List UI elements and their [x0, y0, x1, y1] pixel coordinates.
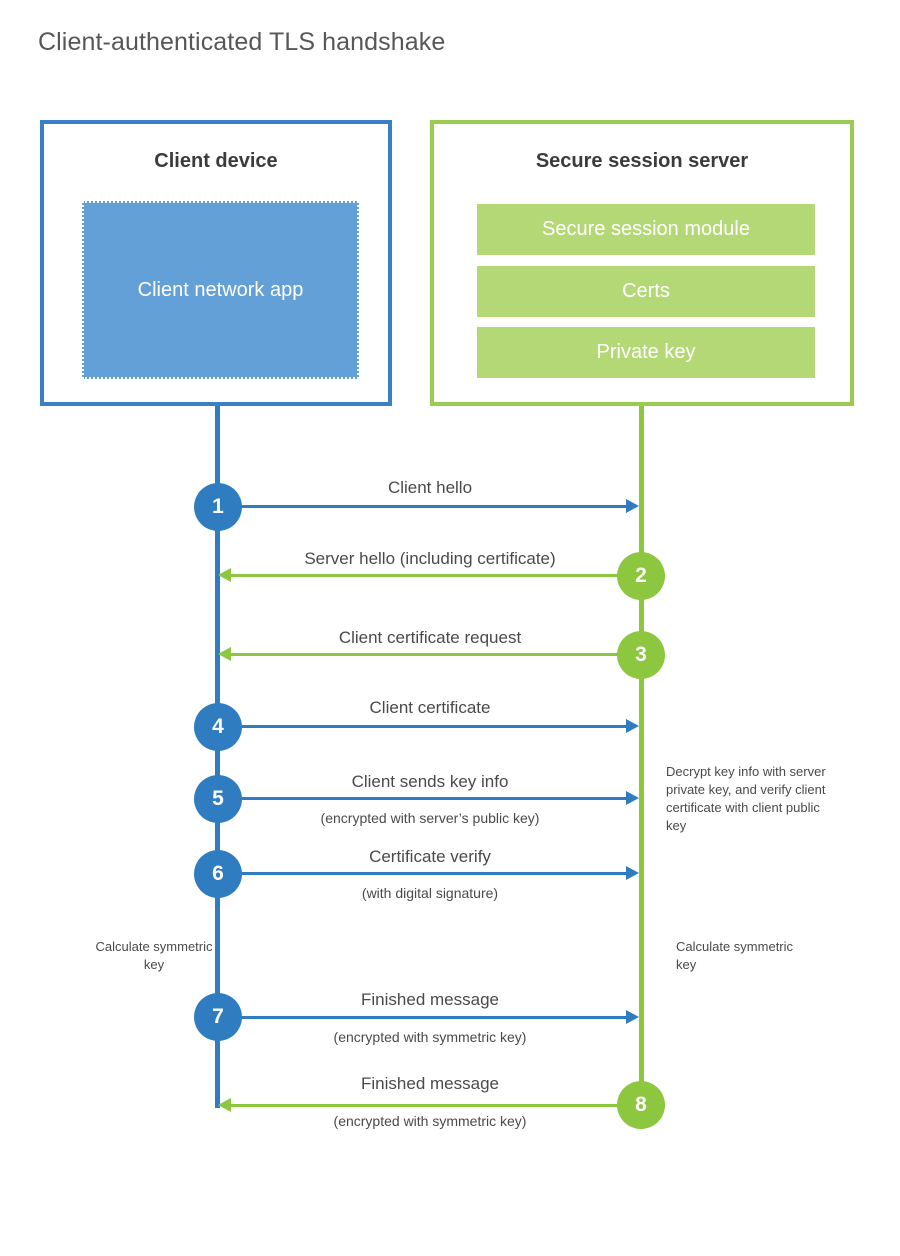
step-8-sublabel: (encrypted with symmetric key) — [333, 1113, 527, 1129]
step-2-label: Server hello (including certificate) — [304, 549, 556, 568]
step-7-marker[interactable]: 7 — [194, 993, 242, 1041]
step-7-label: Finished message — [361, 990, 499, 1009]
arrow-head-icon — [626, 1010, 639, 1024]
arrow-head-icon — [626, 791, 639, 805]
server-component-private-key: Private key — [477, 327, 815, 378]
step-5-marker[interactable]: 5 — [194, 775, 242, 823]
step-2-arrow — [218, 568, 620, 582]
step-3-marker[interactable]: 3 — [617, 631, 665, 679]
server-calculate-symmetric-key-note: Calculate symmetric key — [676, 939, 794, 972]
arrow-head-icon — [218, 568, 231, 582]
client-calculate-symmetric-key-note: Calculate symmetric key — [95, 939, 213, 972]
server-decrypt-note: Decrypt key info with server private key… — [666, 764, 826, 833]
step-8-arrow — [218, 1098, 620, 1112]
server-component-certs: Certs — [477, 266, 815, 317]
step-7-sublabel: (encrypted with symmetric key) — [333, 1029, 527, 1045]
step-3-label: Client certificate request — [338, 628, 522, 647]
step-1-marker[interactable]: 1 — [194, 483, 242, 531]
step-2-marker[interactable]: 2 — [617, 552, 665, 600]
step-3-arrow — [218, 647, 620, 661]
arrow-head-icon — [218, 647, 231, 661]
step-7-arrow — [222, 1010, 639, 1024]
client-device-box: Client device Client network app — [40, 120, 392, 406]
arrow-head-icon — [218, 1098, 231, 1112]
step-1-label: Client hello — [387, 478, 473, 497]
step-8-label: Finished message — [361, 1074, 499, 1093]
step-6-marker[interactable]: 6 — [194, 850, 242, 898]
step-5-arrow — [222, 791, 639, 805]
client-device-title: Client device — [154, 150, 278, 172]
step-1-arrow — [222, 499, 639, 513]
step-4-arrow — [222, 719, 639, 733]
arrow-head-icon — [626, 499, 639, 513]
arrow-head-icon — [626, 866, 639, 880]
step-4-marker[interactable]: 4 — [194, 703, 242, 751]
step-6-label: Certificate verify — [369, 847, 491, 866]
step-8-marker[interactable]: 8 — [617, 1081, 665, 1129]
client-network-app-box: Client network app — [82, 201, 359, 379]
page-title: Client-authenticated TLS handshake — [38, 28, 446, 56]
secure-session-server-box: Secure session server Secure session mod… — [430, 120, 854, 406]
server-lifeline — [639, 406, 644, 1106]
step-4-label: Client certificate — [369, 698, 491, 717]
step-6-arrow — [222, 866, 639, 880]
step-6-sublabel: (with digital signature) — [361, 885, 499, 901]
server-component-secure-session-module: Secure session module — [477, 204, 815, 255]
step-5-label: Client sends key info — [351, 772, 509, 791]
arrow-head-icon — [626, 719, 639, 733]
client-lifeline — [215, 406, 220, 1108]
secure-session-server-title: Secure session server — [535, 150, 749, 172]
step-5-sublabel: (encrypted with server’s public key) — [320, 810, 540, 826]
